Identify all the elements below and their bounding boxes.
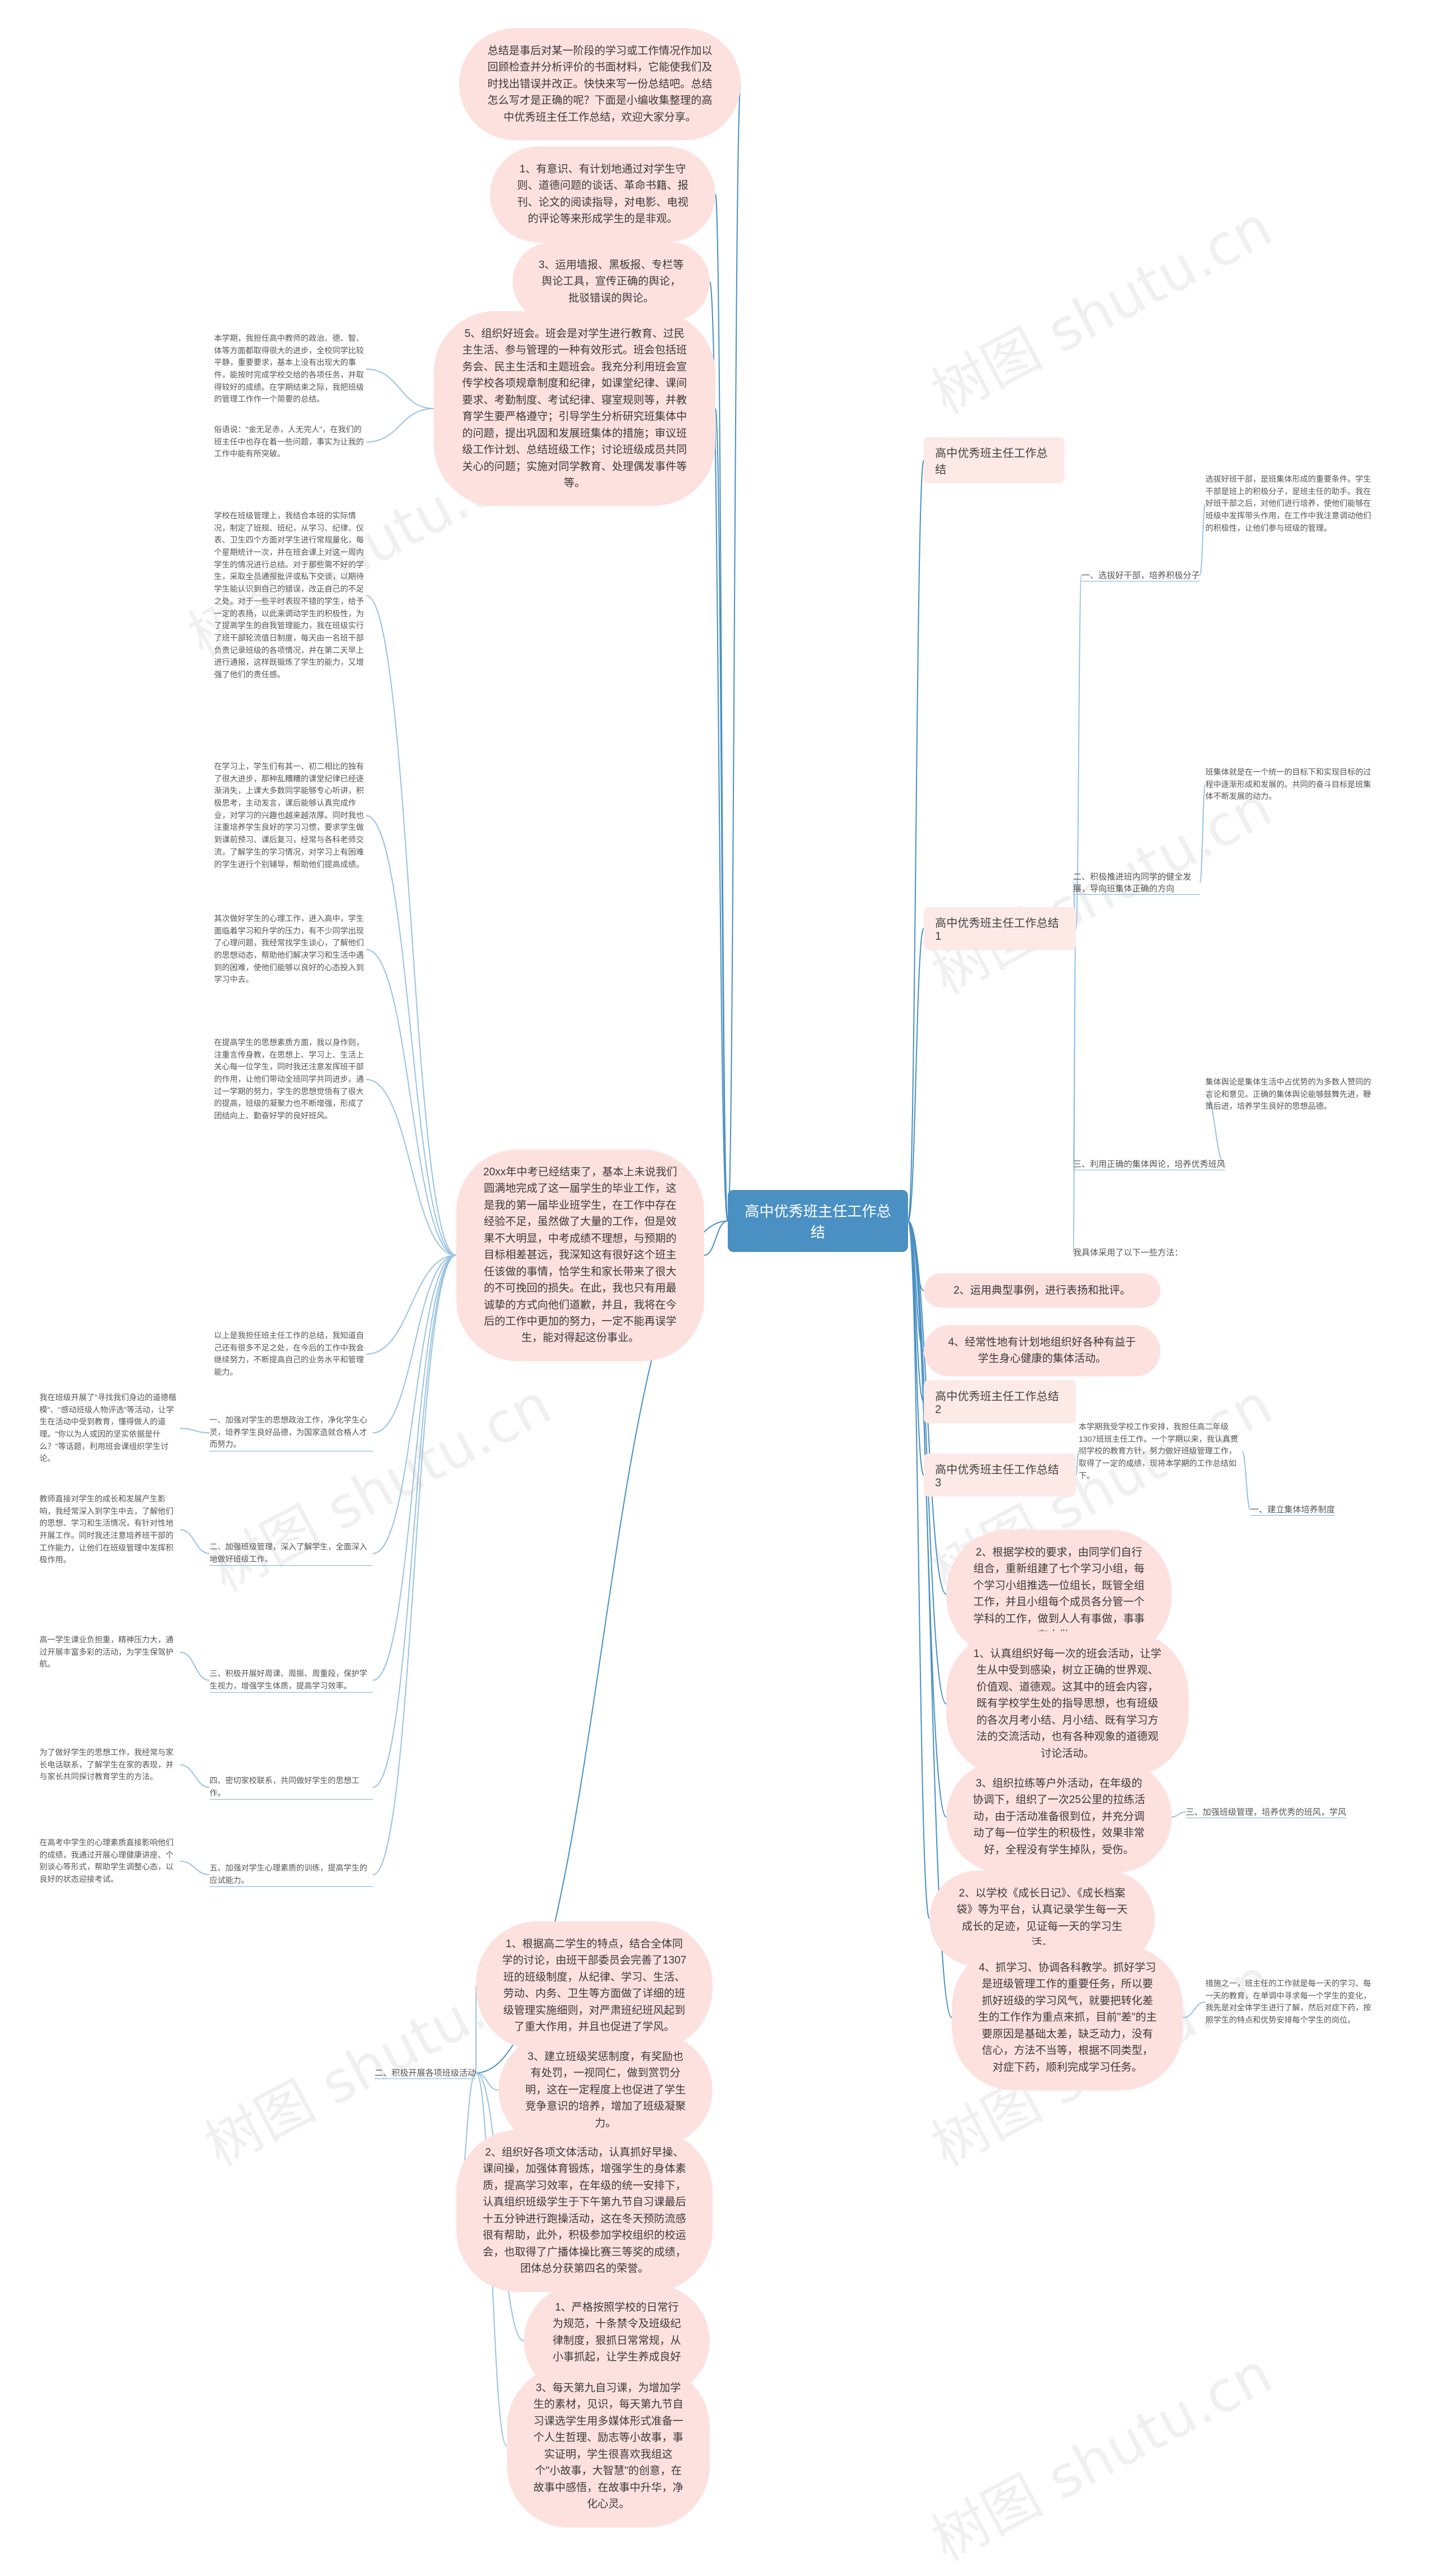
topic-summary-1[interactable]: 高中优秀班主任工作总结1 (924, 907, 1076, 950)
left-bottom-label[interactable]: 二、积极开展各项班级活动 (375, 2067, 476, 2079)
connector-line (180, 1765, 210, 1788)
right-bubble-study[interactable]: 4、抓学习、协调各科教学。抓好学习是班级管理工作的重要任务，所以要抓好班级的学习… (952, 1945, 1183, 2090)
left-mid-text: 学校在班级管理上，我结合本班的实际情况，制定了班规、班纪，从学习、纪律、仪表、卫… (214, 510, 366, 681)
connector-line (715, 194, 728, 1221)
left-item-label[interactable]: 一、加强对学生的思想政治工作，净化学生心灵，培养学生良好品德，为国家造就合格人才… (210, 1414, 373, 1451)
right-item-text: 选拔好班干部，是班集体形成的重要条件。学生干部是班上的积极分子，是班主任的助手。… (1205, 473, 1374, 534)
connector-line (715, 408, 728, 1221)
connector-line (1183, 2002, 1205, 2018)
connector-line (366, 408, 434, 442)
left-item-label[interactable]: 五、加强对学生心理素质的训练，提高学生的应试能力。 (210, 1862, 373, 1887)
connector-line (180, 1530, 210, 1553)
connector-line (366, 816, 456, 1255)
right-item-label[interactable]: 一、建立集体培养制度 (1250, 1503, 1335, 1516)
right-item-text: 集体舆论是集体生活中占优势的为多数人赞同的言论和意见。正确的集体舆论能够鼓舞先进… (1205, 1076, 1374, 1113)
left-bubble-1[interactable]: 1、有意识、有计划地通过对学生守则、道德问题的谈话、革命书籍、报刊、论文的阅读指… (490, 146, 715, 242)
left-detail-text: 本学期，我担任高中教师的政治、德、智、体等方面都取得很大的进步，全校同学比较平静… (214, 332, 366, 406)
topic-summary-2[interactable]: 高中优秀班主任工作总结2 (924, 1380, 1076, 1423)
connector-line (366, 1255, 456, 1354)
connector-line (373, 1255, 456, 1787)
left-item-text: 我在班级开展了"寻找我们身边的道德楷模"、"感动班级人物评选"等活动，让学生在活… (39, 1392, 180, 1465)
left-mid-text: 在学习上，学生们有其一、初二相比的独有了很大进步，那种乱糟糟的课堂纪律已经逐渐消… (214, 761, 366, 870)
connector-line (1172, 1812, 1186, 1817)
left-item-label[interactable]: 二、加强班级管理，深入了解学生，全面深入地做好班级工作。 (210, 1541, 373, 1566)
right-bubble-hiking[interactable]: 3、组织拉练等户外活动，在年级的协调下，组织了一次25公里的拉练活动，由于活动准… (946, 1761, 1172, 1873)
right-bubble-class-meeting[interactable]: 1、认真组织好每一次的班会活动，让学生从中受到感染，树立正确的世界观、价值观、道… (946, 1631, 1189, 1776)
topic-summary-3[interactable]: 高中优秀班主任工作总结3 (924, 1454, 1076, 1496)
connector-line (180, 1428, 210, 1433)
connector-line (1200, 504, 1205, 575)
right-item-text: 班集体就是在一个统一的目标下和实现目标的过程中逐渐形成和发展的。共同的奋斗目标是… (1205, 766, 1374, 803)
right-item-label[interactable]: 二、积极推进班内同学的健全发展，导向班集体正确的方向 (1073, 870, 1200, 895)
left-item-text: 教师直接对学生的成长和发展产生影响，我经常深入到学生中去，了解他们的思想、学习和… (39, 1493, 180, 1566)
connector-line (373, 1255, 456, 1553)
right-bubble-4[interactable]: 4、经常性地有计划地组织好各种有益于学生身心健康的集体活动。 (924, 1325, 1160, 1376)
connector-line (908, 929, 924, 1221)
left-bubble-5[interactable]: 5、组织好班会。班会是对学生进行教育、过民主生活、参与管理的一种有效形式。班会包… (434, 311, 715, 506)
left-bubble-stories[interactable]: 3、每天第九自习课，为增加学生的素材，见识，每天第九节自习课选学生用多媒体形式准… (507, 2365, 710, 2528)
left-item-text: 在高考中学生的心理素质直接影响他们的成绩，我通过开展心理健康讲座、个别谈心等形式… (39, 1837, 180, 1886)
left-item-text: 高一学生课业负担重，精神压力大，通过开展丰富多彩的活动，为学生保驾护航。 (39, 1634, 180, 1671)
left-mid-text: 其次做好学生的心理工作，进入高中，学生面临着学习和升学的压力，有不少同学出现了心… (214, 913, 366, 986)
connector-line (1200, 785, 1205, 883)
root-topic[interactable]: 高中优秀班主任工作总结 (728, 1190, 908, 1252)
left-item-label[interactable]: 三、积极开展好周课、周振、周重段，保护学生视力，增强学生体质，提高学习效率。 (210, 1668, 373, 1693)
left-bubble-rules[interactable]: 1、根据高二学生的特点，结合全体同学的讨论，由班干部委员会完善了1307班的班级… (476, 1921, 713, 2050)
right-item-label[interactable]: 三、利用正确的集体舆论，培养优秀班风 (1073, 1158, 1225, 1170)
methods-intro: 我具体采用了以下一些方法： (1073, 1246, 1183, 1258)
left-mid-text: 以上是我担任班主任工作的总结，我知道自己还有很多不足之处，在今后的工作中我会继续… (214, 1330, 366, 1379)
right-bottom-label[interactable]: 三、加强班级管理，培养优秀的班风，学风 (1186, 1806, 1346, 1818)
center-reflection-bubble[interactable]: 20xx年中考已经结束了，基本上未说我们圆满地完成了这一届学生的毕业工作，这是我… (456, 1149, 704, 1361)
left-detail-text: 俗语说："金无足赤，人无完人"，在我们的班主任中也存在着一些问题，事实为让我的工… (214, 424, 366, 460)
connector-line (908, 460, 924, 1221)
connector-line (180, 1653, 210, 1681)
connector-line (366, 369, 434, 408)
connector-line (1242, 1451, 1250, 1509)
right-item-text: 本学期我受学校工作安排，我担任高二年级1307班班主任工作。一个学期以来，我认真… (1079, 1421, 1242, 1482)
left-item-text: 为了做好学生的思想工作，我经常与家长电话联系，了解学生在家的表现，并与家长共同探… (39, 1747, 180, 1783)
left-mid-text: 在提高学生的思想素质方面，我以身作则，注重言传身教，在思想上、学习上、生活上关心… (214, 1037, 366, 1122)
topic-summary[interactable]: 高中优秀班主任工作总结 (924, 437, 1065, 483)
left-item-label[interactable]: 四、密切家校联系，共同做好学生的思想工作。 (210, 1775, 373, 1800)
left-bubble-sports[interactable]: 2、组织好各项文体活动，认真抓好早操、课间操，加强体育锻炼，增强学生的身体素质，… (456, 2130, 713, 2292)
connector-line (180, 1861, 210, 1875)
intro-bubble[interactable]: 总结是事后对某一阶段的学习或工作情况作加以回顾检查并分析评价的书面材料，它能使我… (459, 28, 741, 140)
left-bubble-3[interactable]: 3、运用墙报、黑板报、专栏等舆论工具，宣传正确的舆论，批驳错误的舆论。 (513, 242, 710, 321)
right-item-label[interactable]: 一、选拔好干部，培养积极分子 (1082, 569, 1200, 581)
connector-line (366, 596, 456, 1255)
connector-line (704, 1221, 728, 1255)
right-bubble-2[interactable]: 2、运用典型事例，进行表扬和批评。 (924, 1273, 1160, 1308)
connector-line (728, 85, 741, 1221)
connector-line (366, 949, 456, 1255)
right-bottom-note: 措施之一，班主任的工作就是每一天的学习、每一天的教育，在单调中寻求每一个学生的变… (1205, 1978, 1374, 2027)
connector-line (373, 1255, 456, 1875)
connector-line (373, 1255, 456, 1680)
